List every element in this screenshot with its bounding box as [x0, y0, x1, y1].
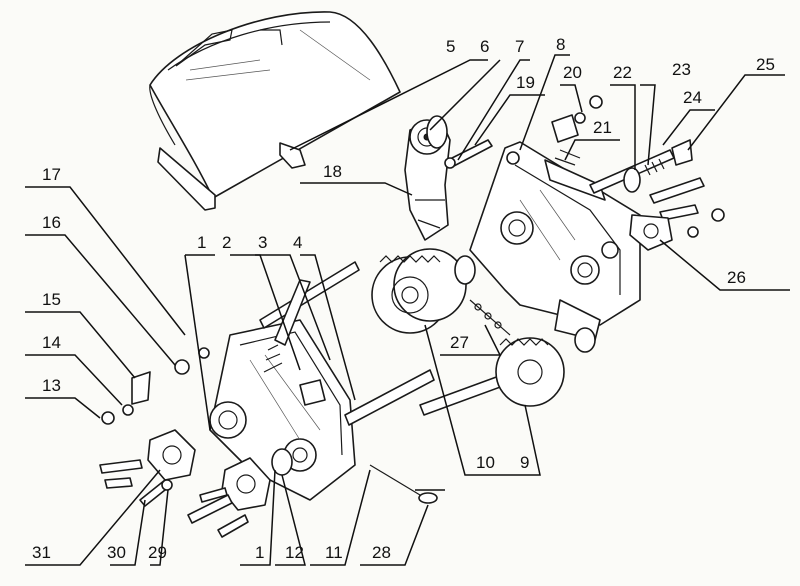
sprocket-10	[371, 248, 476, 334]
sprocket-9	[419, 337, 565, 416]
callout-26: 26	[727, 268, 746, 287]
callout-labels: 5 6 7 8 19 20 22 23 25 24 21 18 17 16 1 …	[32, 35, 775, 562]
bolts-29-30	[99, 459, 173, 507]
leader-lines	[25, 54, 790, 566]
right-housing-plate	[469, 141, 641, 353]
callout-9: 9	[520, 453, 529, 472]
callout-31: 31	[32, 543, 51, 562]
flange-12	[187, 448, 293, 538]
callout-29: 29	[148, 543, 167, 562]
callout-22: 22	[613, 63, 632, 82]
clip-pin-28	[369, 464, 438, 504]
callout-28: 28	[372, 543, 391, 562]
callout-6: 6	[480, 37, 489, 56]
nuts-washers-13-17	[101, 347, 210, 425]
nut-washer-20-21	[551, 95, 603, 166]
callout-1-bottom: 1	[255, 543, 264, 562]
callout-14: 14	[42, 333, 61, 352]
callout-11: 11	[325, 543, 343, 562]
shaft-2-3-4	[259, 261, 435, 426]
pin-19	[444, 139, 493, 169]
callout-18: 18	[323, 162, 342, 181]
callout-4: 4	[293, 233, 302, 252]
callout-13: 13	[42, 376, 61, 395]
callout-10: 10	[476, 453, 495, 472]
callout-5: 5	[446, 37, 455, 56]
tensioner-arm-assembly	[404, 115, 451, 241]
callout-8: 8	[556, 35, 565, 54]
callout-2: 2	[222, 233, 231, 252]
chain-27	[469, 299, 511, 336]
callout-7: 7	[515, 37, 524, 56]
hood-cover	[149, 11, 401, 211]
callout-17: 17	[42, 165, 61, 184]
shaft-spring-assembly	[589, 139, 693, 194]
callout-23: 23	[672, 60, 691, 79]
callout-20: 20	[563, 63, 582, 82]
callout-12: 12	[285, 543, 304, 562]
callout-1-top: 1	[197, 233, 206, 252]
callout-25: 25	[756, 55, 775, 74]
callout-15: 15	[42, 290, 61, 309]
flange-31	[147, 429, 196, 481]
callout-19: 19	[516, 73, 535, 92]
left-main-housing	[209, 319, 356, 501]
callout-27: 27	[450, 333, 469, 352]
callout-21: 21	[593, 118, 612, 137]
bolt-group-26	[629, 177, 725, 251]
callout-24: 24	[683, 88, 702, 107]
callout-3: 3	[258, 233, 267, 252]
callout-16: 16	[42, 213, 61, 232]
callout-30: 30	[107, 543, 126, 562]
